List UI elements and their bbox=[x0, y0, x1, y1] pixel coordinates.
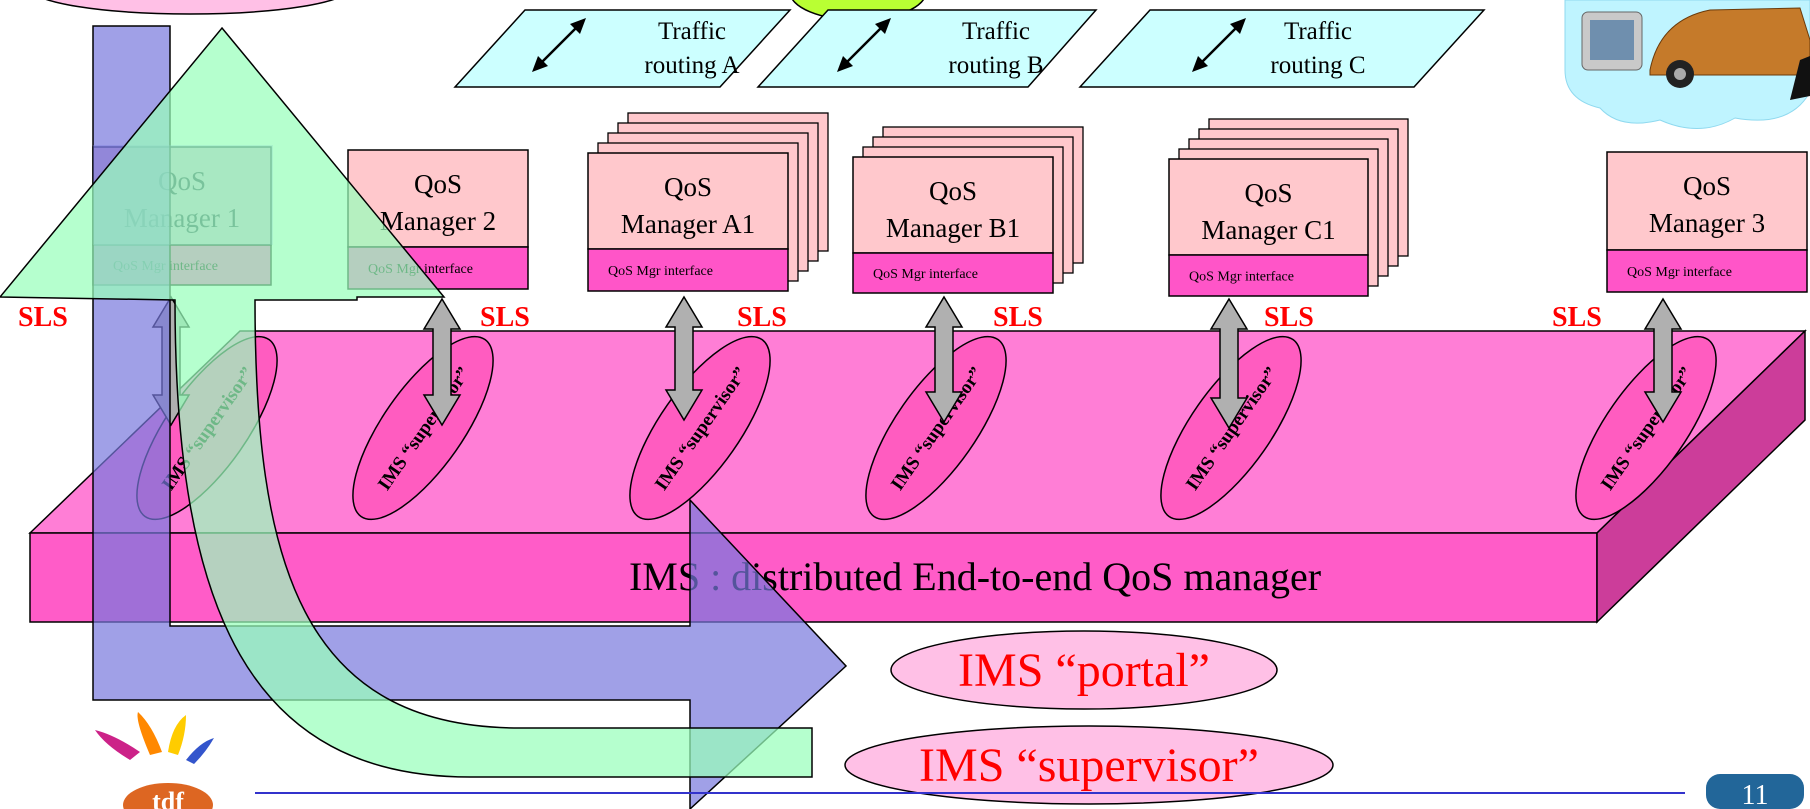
supervisor-big-oval: IMS “supervisor” bbox=[844, 725, 1334, 805]
manager-title-line1: QoS bbox=[1244, 178, 1292, 208]
routing-c-line1: Traffic bbox=[1284, 18, 1352, 45]
routing-b-line1: Traffic bbox=[962, 18, 1030, 45]
manager-box bbox=[1606, 151, 1808, 251]
double-arrow-5 bbox=[1209, 297, 1249, 430]
top-oval-fragment bbox=[45, 0, 335, 15]
sls-label-4: SLS bbox=[993, 302, 1043, 333]
routing-c: Traffic routing C bbox=[1078, 9, 1486, 88]
manager-interface-label: QoS Mgr interface bbox=[1189, 270, 1294, 285]
page-number: 11 bbox=[1742, 780, 1769, 809]
manager-title-line1: QoS bbox=[414, 169, 462, 199]
double-arrow-3 bbox=[664, 295, 704, 422]
sls-label-3: SLS bbox=[737, 302, 787, 333]
double-arrow-6 bbox=[1643, 297, 1683, 424]
sls-label-6: SLS bbox=[1552, 302, 1602, 333]
qos-manager-6: QoS Manager 3 QoS Mgr interface bbox=[1606, 151, 1808, 293]
routing-b-line2: routing B bbox=[948, 52, 1043, 79]
manager-interface-label: QoS Mgr interface bbox=[1627, 265, 1732, 280]
routing-a-line2: routing A bbox=[644, 52, 739, 79]
qos-manager-5: QoS Manager C1 QoS Mgr interface bbox=[1168, 118, 1409, 297]
manager-title-line1: QoS bbox=[1683, 171, 1731, 201]
manager-interface-box bbox=[1606, 249, 1808, 293]
double-arrow-4 bbox=[924, 295, 964, 424]
manager-title-line2: Manager 3 bbox=[1649, 208, 1765, 238]
manager-title-line1: QoS bbox=[929, 176, 977, 206]
green-flow-arrow bbox=[0, 26, 813, 778]
manager-title-line2: Manager 2 bbox=[380, 206, 496, 236]
sls-label-5: SLS bbox=[1264, 302, 1314, 333]
routing-a: Traffic routing A bbox=[453, 9, 792, 88]
routing-b: Traffic routing B bbox=[756, 9, 1098, 88]
manager-interface-box bbox=[1168, 254, 1369, 297]
double-arrow-2 bbox=[422, 297, 462, 427]
manager-title-line2: Manager B1 bbox=[886, 213, 1020, 243]
portal-label: IMS “portal” bbox=[958, 644, 1210, 697]
manager-box bbox=[1168, 158, 1369, 256]
manager-title-line2: Manager C1 bbox=[1201, 215, 1335, 245]
manager-interface-box bbox=[587, 248, 789, 292]
manager-title-line2: Manager A1 bbox=[621, 209, 755, 239]
portal-oval: IMS “portal” bbox=[890, 630, 1278, 710]
routing-c-line2: routing C bbox=[1270, 52, 1365, 79]
sls-label-1: SLS bbox=[18, 302, 68, 333]
page-number-badge: 11 bbox=[1706, 774, 1804, 809]
routing-a-line1: Traffic bbox=[658, 18, 726, 45]
manager-interface-label: QoS Mgr interface bbox=[608, 264, 713, 279]
manager-interface-label: QoS Mgr interface bbox=[873, 267, 978, 282]
car-tv-cloud-icon bbox=[1564, 0, 1810, 129]
sls-label-2: SLS bbox=[480, 302, 530, 333]
manager-title-line1: QoS bbox=[664, 172, 712, 202]
qos-manager-4: QoS Manager B1 QoS Mgr interface bbox=[852, 126, 1084, 294]
tdf-logo: tdf bbox=[95, 712, 214, 809]
manager-box bbox=[587, 152, 789, 250]
supervisor-big-label: IMS “supervisor” bbox=[919, 739, 1259, 792]
manager-box bbox=[852, 156, 1054, 254]
qos-manager-3: QoS Manager A1 QoS Mgr interface bbox=[587, 112, 829, 292]
manager-interface-box bbox=[852, 252, 1054, 294]
logo-text: tdf bbox=[152, 787, 184, 809]
